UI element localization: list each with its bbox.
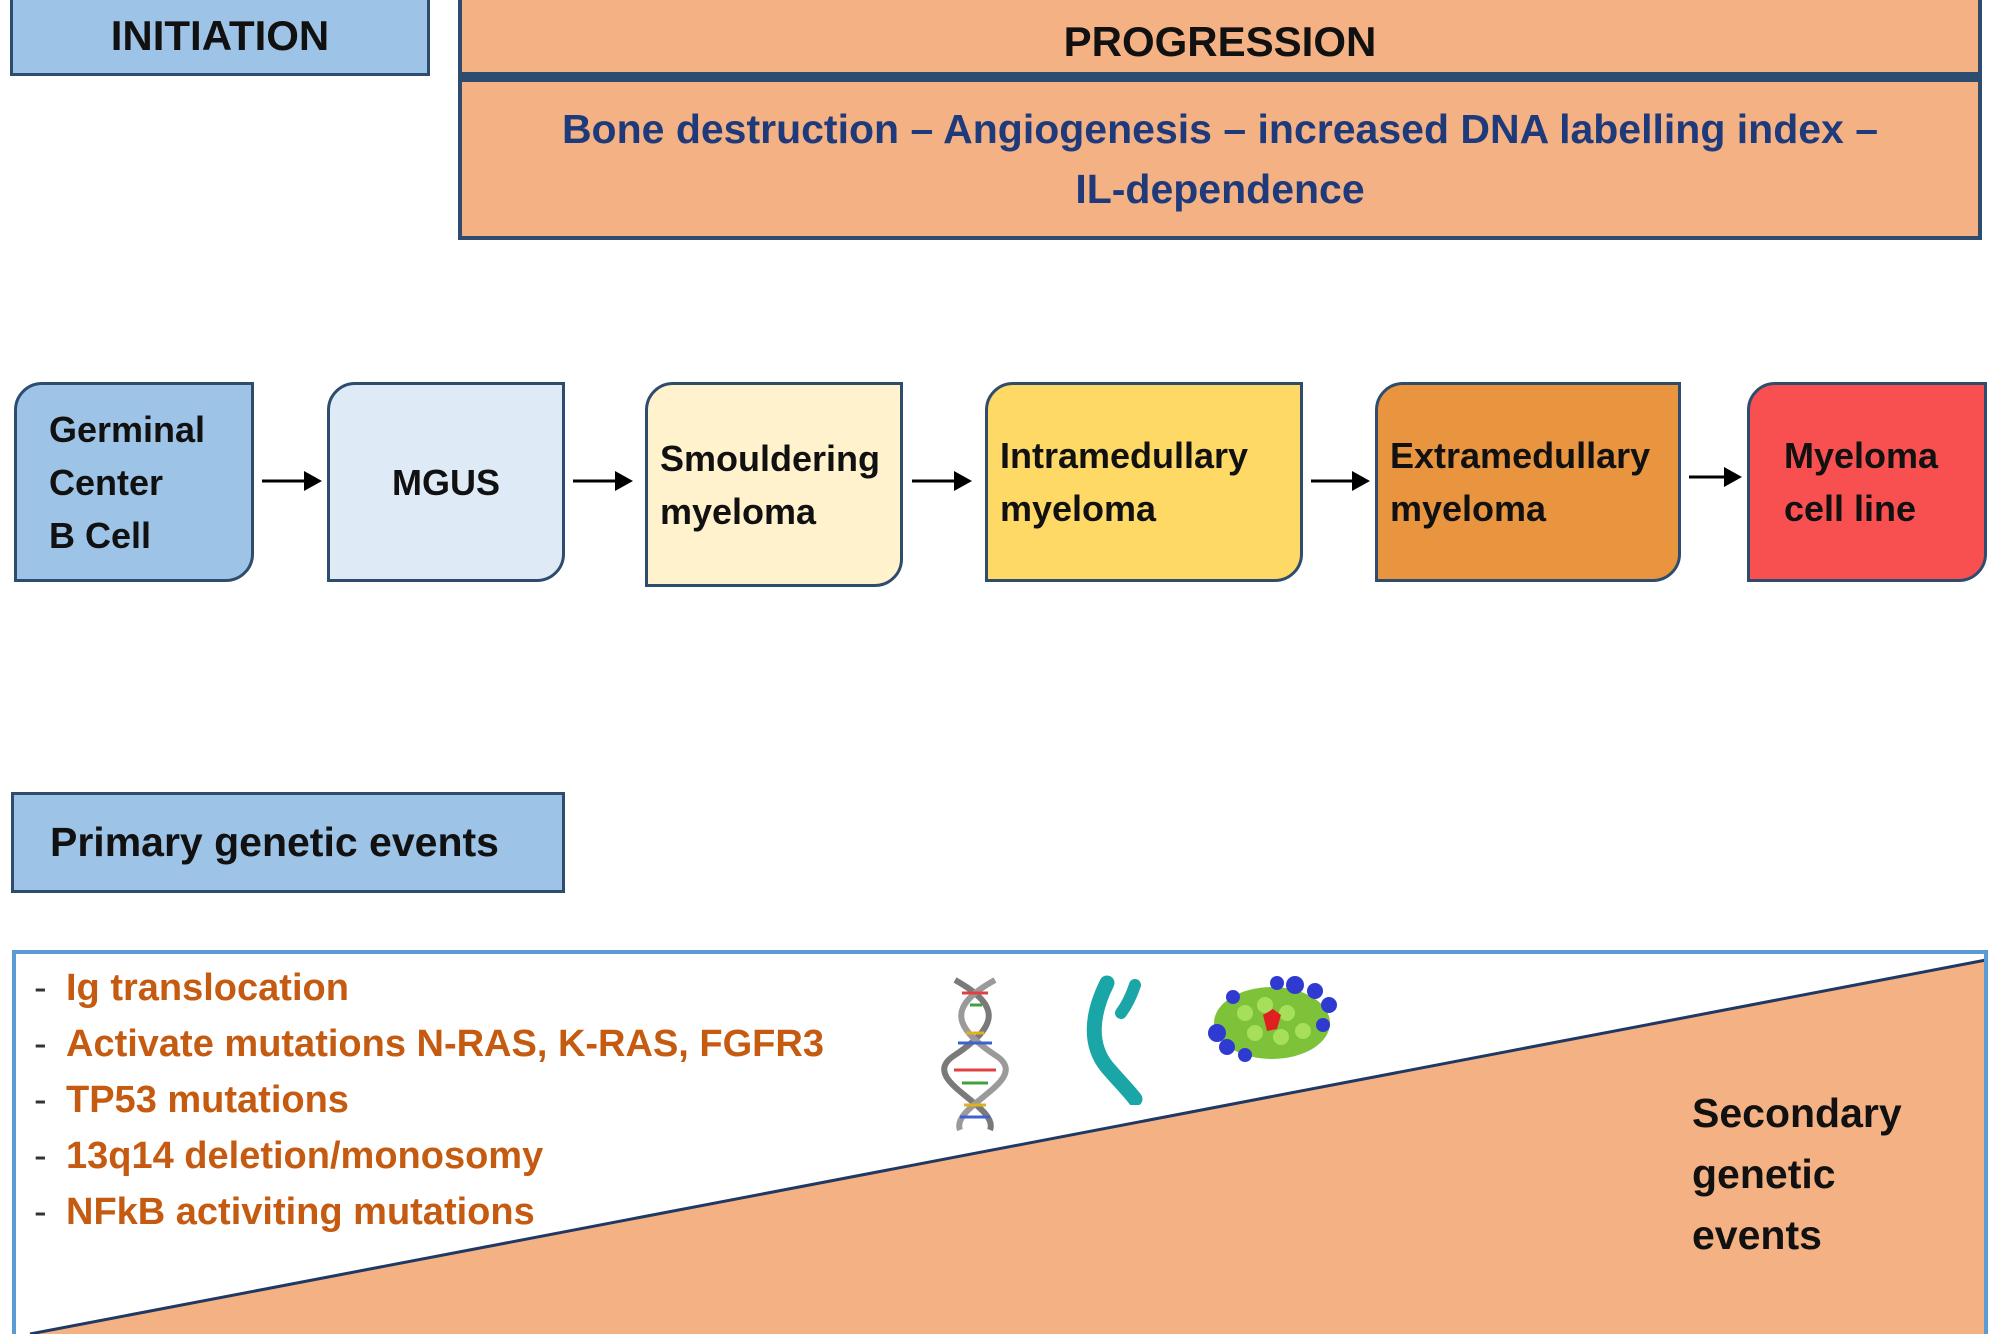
list-item: -NFkB activiting mutations <box>34 1184 824 1240</box>
dna-icon <box>941 977 1009 1132</box>
event-text: Ig translocation <box>66 967 349 1009</box>
secondary-line: Secondary <box>1692 1090 1902 1136</box>
secondary-line: genetic <box>1692 1151 1836 1197</box>
list-item: -13q14 deletion/monosomy <box>34 1128 824 1184</box>
list-item: -Activate mutations N-RAS, K-RAS, FGFR3 <box>34 1016 824 1072</box>
primary-events-list: -Ig translocation -Activate mutations N-… <box>34 960 824 1240</box>
chromosome-icon <box>1086 975 1143 1105</box>
protein-icon <box>1208 976 1337 1062</box>
stage-line: myeloma <box>1000 488 1157 529</box>
list-item: -TP53 mutations <box>34 1072 824 1128</box>
stage-line: Extramedullary <box>1390 435 1651 476</box>
initiation-banner: INITIATION <box>10 0 430 76</box>
bullet: - <box>34 1191 47 1233</box>
stage-line: cell line <box>1784 488 1917 529</box>
primary-events-heading: Primary genetic events <box>50 819 499 865</box>
bullet: - <box>34 1135 47 1177</box>
stage-line: myeloma <box>660 490 817 532</box>
event-text: Activate mutations N-RAS, K-RAS, FGFR3 <box>66 1023 824 1065</box>
stage-myeloma-cell-line: Myeloma cell line <box>1747 382 1987 582</box>
bullet: - <box>34 1023 47 1065</box>
stage-extramedullary-myeloma: Extramedullary myeloma <box>1375 382 1681 582</box>
stage-line: Smouldering <box>660 437 881 479</box>
primary-events-heading-box: Primary genetic events <box>11 792 565 893</box>
stage-line: Myeloma <box>1784 435 1939 476</box>
stage-line: Germinal <box>49 408 206 450</box>
stage-line: Center <box>49 461 164 503</box>
stage-mgus: MGUS <box>327 382 565 582</box>
stage-intramedullary-myeloma: Intramedullary myeloma <box>985 382 1303 582</box>
stage-smouldering-myeloma: Smouldering myeloma <box>645 382 903 587</box>
progression-description-line-2: IL-dependence <box>1075 166 1365 212</box>
stage-line: MGUS <box>392 461 500 503</box>
event-text: NFkB activiting mutations <box>66 1191 535 1233</box>
secondary-line: events <box>1692 1212 1822 1258</box>
initiation-label: INITIATION <box>110 12 330 59</box>
secondary-events-label: Secondary genetic events <box>1692 1083 1952 1266</box>
stage-line: Intramedullary <box>1000 435 1249 476</box>
bullet: - <box>34 1079 47 1121</box>
event-text: 13q14 deletion/monosomy <box>66 1135 544 1177</box>
progression-banner: PROGRESSION <box>458 0 1982 76</box>
list-item: -Ig translocation <box>34 960 824 1016</box>
stage-germinal-center-b-cell: Germinal Center B Cell <box>14 382 254 582</box>
progression-description-box: Bone destruction – Angiogenesis – increa… <box>458 76 1982 240</box>
stage-line: B Cell <box>49 514 152 556</box>
progression-description-line-1: Bone destruction – Angiogenesis – increa… <box>561 106 1879 152</box>
event-text: TP53 mutations <box>66 1079 349 1121</box>
bullet: - <box>34 967 47 1009</box>
progression-title: PROGRESSION <box>1063 18 1377 65</box>
stage-line: myeloma <box>1390 488 1547 529</box>
